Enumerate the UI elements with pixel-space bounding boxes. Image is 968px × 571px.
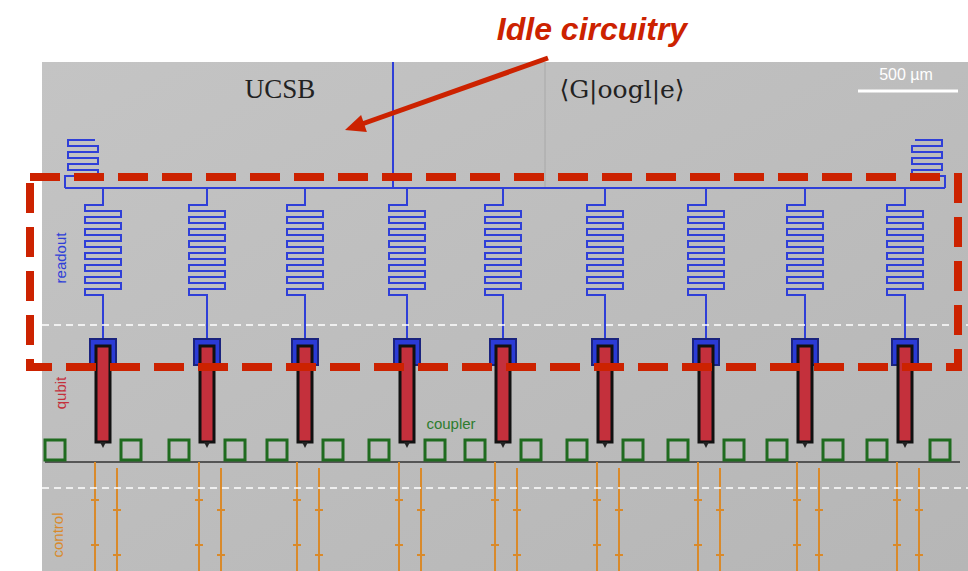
scale-label: 500 µm: [879, 66, 933, 84]
institution-logo: UCSB: [245, 75, 316, 105]
section-label: control: [50, 512, 67, 557]
company-logo: ⟨G|oogl|e⟩: [559, 76, 684, 104]
callout-label: Idle circuitry: [497, 12, 687, 47]
section-label: coupler: [426, 416, 475, 433]
section-label: readout: [53, 233, 70, 284]
section-label: qubit: [53, 377, 70, 410]
